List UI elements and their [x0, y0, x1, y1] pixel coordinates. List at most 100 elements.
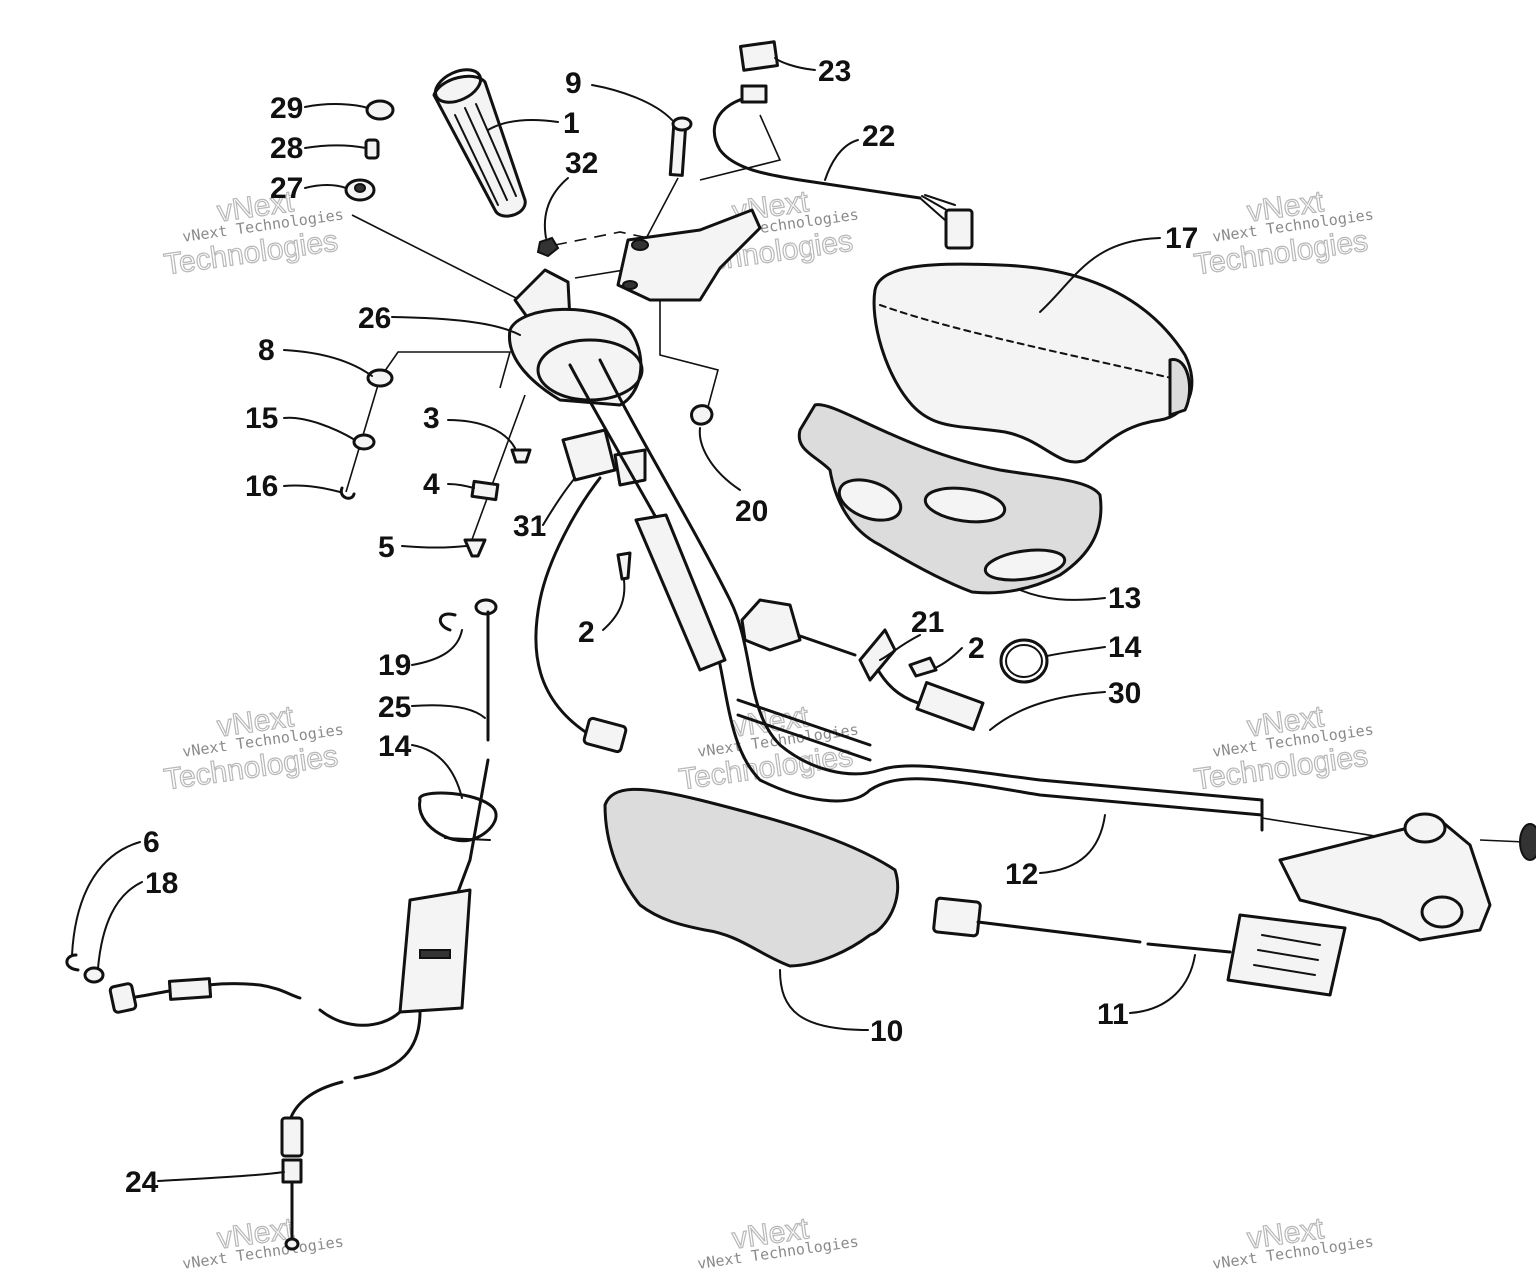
pin-9: [668, 123, 688, 177]
heater-plug: [932, 896, 982, 938]
connector-30: [915, 681, 985, 731]
handlebar-switch: [740, 598, 985, 731]
callout-8: 8: [258, 334, 275, 367]
leader-2-right: [934, 647, 963, 669]
leader-9: [591, 84, 673, 121]
throttle-lever: [616, 208, 762, 302]
heater-wire: [1146, 942, 1232, 954]
handlebar-12: [568, 358, 1264, 832]
clip-20: [690, 404, 714, 426]
leader-29: [304, 103, 369, 109]
cap-29: [365, 99, 395, 121]
callout-24: 24: [125, 1166, 159, 1199]
bar-crossbrace: [736, 698, 872, 747]
leader-31: [542, 477, 576, 526]
callout-17: 17: [1165, 222, 1198, 255]
leader-12: [1039, 814, 1106, 874]
callout-14: 14: [378, 730, 412, 763]
guide-wire-box: [699, 114, 782, 181]
grip-rib: [464, 107, 508, 201]
callout-13: 13: [1108, 582, 1141, 615]
leader-13: [1019, 589, 1106, 601]
leader-15: [283, 416, 356, 441]
callout-23: 23: [818, 55, 851, 88]
callout-18: 18: [145, 867, 178, 900]
callout-26: 26: [358, 302, 391, 335]
leader-8: [283, 349, 373, 377]
watermark: vNext vNext Technologies Technologies: [161, 700, 344, 798]
cable-junction: [288, 888, 472, 1122]
heater-11: [932, 896, 1347, 997]
leader-21: [879, 634, 921, 661]
leader-11: [1129, 954, 1196, 1014]
watermark: vNext vNext Technologies: [181, 1212, 344, 1273]
pad-13-cutout-left: [837, 478, 903, 522]
leader-22: [824, 139, 859, 181]
guide-32-dashes: [554, 231, 696, 249]
watermark: vNext vNext Technologies Technologies: [1191, 700, 1374, 798]
adjuster-body: [280, 1116, 304, 1158]
switch-cable: [534, 476, 602, 737]
leader-32: [543, 177, 569, 239]
clip-19: [439, 612, 457, 632]
clamp-hole-upper: [1403, 812, 1447, 844]
pad-17-body: [872, 262, 1194, 464]
guide-clamp-to-end: [1479, 839, 1526, 843]
clamp-14-left: [418, 791, 498, 843]
leader-14-right: [1046, 646, 1106, 657]
pad-17-seam: [879, 304, 1181, 381]
switch-lead: [798, 634, 857, 657]
leader-26: [391, 316, 521, 336]
junction-label: [419, 949, 451, 959]
callout-22: 22: [862, 120, 895, 153]
leader-18: [97, 881, 143, 969]
callout-27: 27: [270, 172, 303, 205]
throttle-housing: [508, 268, 644, 407]
heater-pad-stripe: [1253, 964, 1316, 976]
callout-15: 15: [245, 402, 278, 435]
harness-lead: [921, 195, 951, 213]
adjuster-tip: [284, 1237, 300, 1251]
leader-28: [304, 144, 367, 149]
callout-3: 3: [423, 402, 440, 435]
switch-wire-loop: [712, 93, 802, 182]
callout-2: 2: [578, 616, 595, 649]
callout-5: 5: [378, 531, 395, 564]
callout-32: 32: [565, 147, 598, 180]
leader-30: [989, 691, 1106, 731]
callout-30: 30: [1108, 677, 1141, 710]
bushing-8: [366, 368, 394, 388]
leader-17: [1039, 237, 1161, 313]
bar-sleeve: [634, 513, 727, 672]
leader-2-left: [602, 579, 626, 631]
cable-end-knob: [474, 598, 498, 616]
leader-5: [401, 545, 467, 549]
heater-pad-stripe: [1261, 934, 1321, 946]
leader-3: [447, 419, 516, 449]
cable-branch: [318, 1008, 402, 1027]
callout-19: 19: [378, 649, 411, 682]
leader-24: [157, 1171, 285, 1182]
pad-10: [603, 787, 900, 968]
bar-crossbrace: [736, 713, 872, 762]
callout-4: 4: [423, 468, 440, 501]
clip-6: [65, 953, 80, 972]
screw-28: [364, 138, 380, 160]
housing-body: [508, 307, 643, 407]
grip-rib: [475, 103, 517, 197]
grip-body: [432, 74, 527, 218]
bar-end-plug: [1519, 823, 1536, 861]
nut-32: [536, 236, 560, 258]
callout-1: 1: [563, 107, 580, 140]
lever-body: [616, 208, 762, 302]
pad-13: [797, 403, 1103, 595]
callout-20: 20: [735, 495, 768, 528]
watermark: vNext vNext Technologies Technologies: [161, 185, 344, 283]
washer-15: [352, 433, 376, 451]
switch-plug: [582, 716, 628, 754]
leader-10: [779, 969, 869, 1031]
leader-4: [447, 483, 475, 489]
callout-31: 31: [513, 510, 546, 543]
choke-nut: [167, 977, 213, 1001]
